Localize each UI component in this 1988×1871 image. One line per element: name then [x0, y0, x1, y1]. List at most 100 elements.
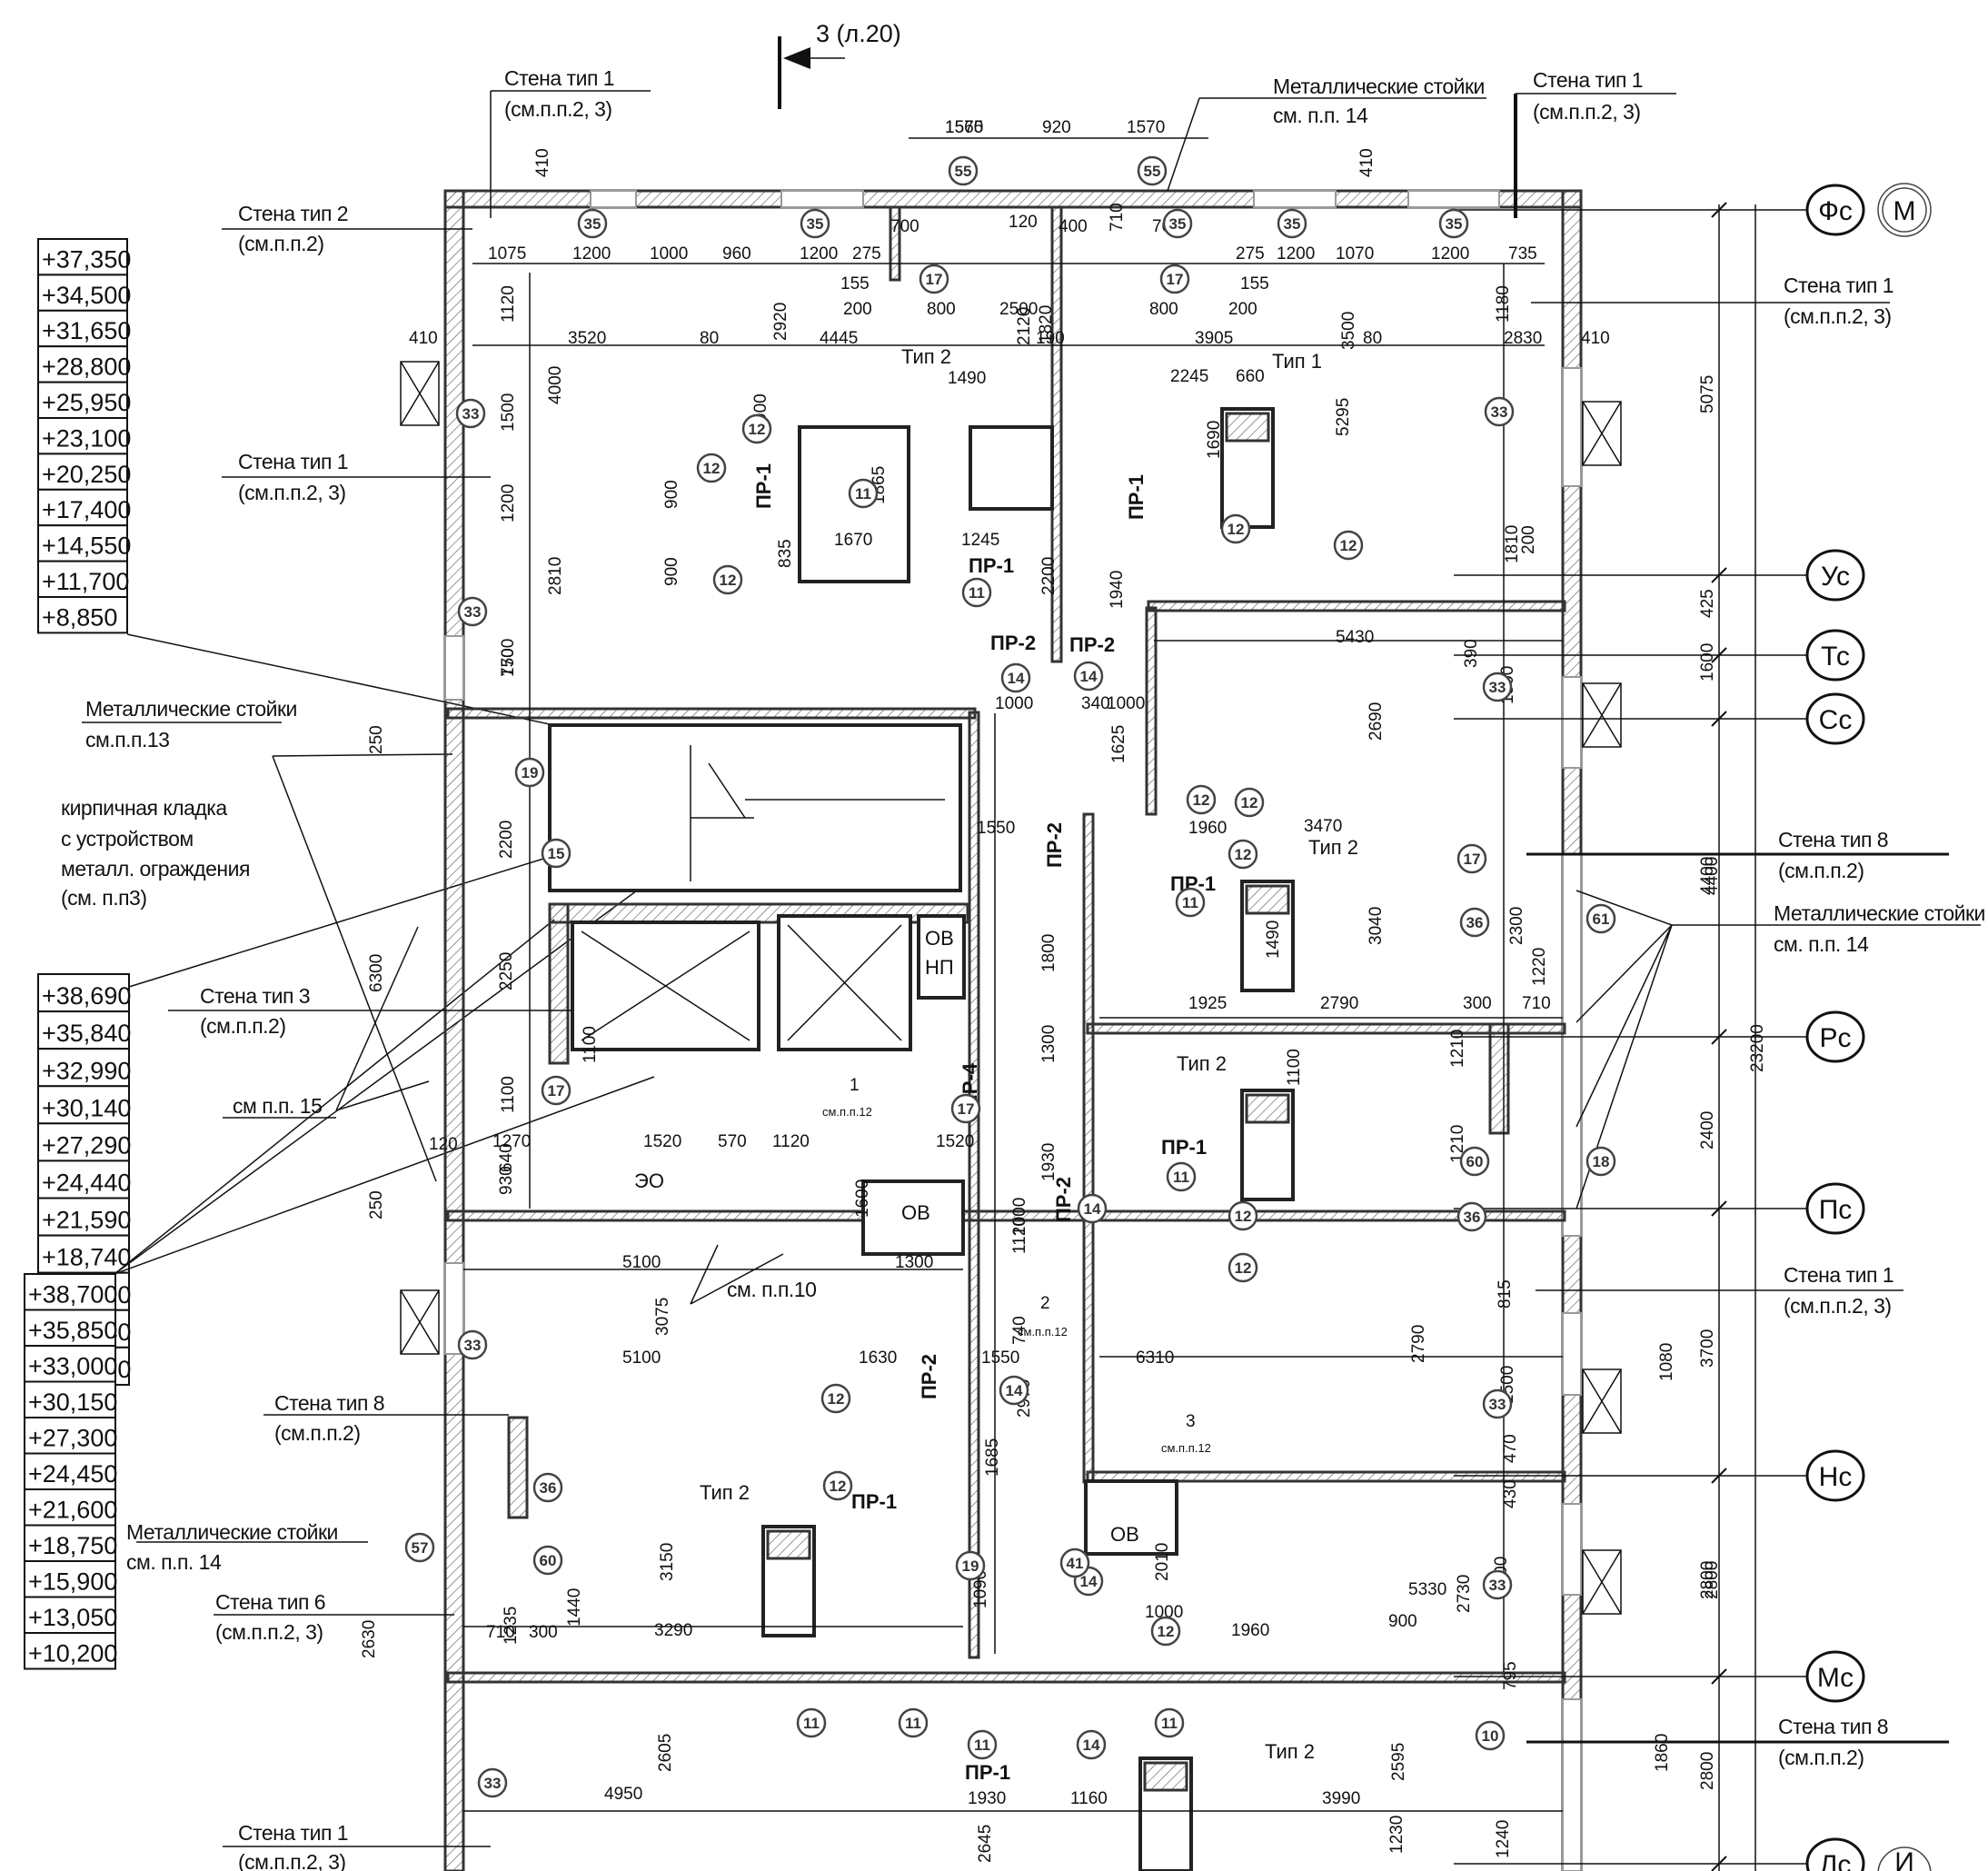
marker-circle	[1220, 513, 1251, 544]
axis-bubble	[1805, 1010, 1865, 1063]
dimension-label: 3075	[653, 1298, 672, 1336]
marker-circle	[1482, 1388, 1513, 1419]
marker-number: 33	[1489, 679, 1506, 696]
dimension-label: 3500	[1339, 312, 1358, 350]
marker-number: 60	[1466, 1153, 1484, 1170]
dimension: 4400	[1698, 857, 1717, 895]
marker-number: 36	[1466, 914, 1484, 931]
marker-circle	[1137, 155, 1168, 186]
dimension-label: 5430	[1336, 628, 1374, 647]
dimension-label: 1200	[499, 484, 518, 522]
elevation-cell	[24, 1273, 116, 1311]
subnote: см.п.п.12	[1018, 1325, 1068, 1339]
axis-label: Фс	[1818, 196, 1853, 226]
bathroom-blocks	[761, 407, 1295, 1871]
section-mark: 3 (л.20)	[778, 20, 901, 109]
elevation-cell	[37, 1085, 130, 1125]
dimension-label: 570	[718, 1132, 747, 1151]
callout-wall-type-1: Стена тип 1	[238, 450, 348, 473]
marker-circle	[1077, 1193, 1108, 1224]
subnote: 3	[1186, 1412, 1196, 1431]
dimension-label: 1565	[945, 118, 983, 137]
elevation-value: +38,700	[28, 1281, 117, 1309]
dimension-label: 410	[533, 148, 552, 177]
dimension-label: 1550	[981, 1349, 1019, 1368]
axis-label: Сс	[1819, 705, 1853, 735]
marker-number: 33	[1489, 1577, 1506, 1594]
marker-number: 19	[962, 1558, 979, 1575]
marker-number: 12	[749, 421, 766, 438]
room-type-label: Тип 1	[1272, 350, 1322, 373]
elevation-value: +35,840	[42, 1020, 131, 1047]
room-type-label: ПР-1	[752, 463, 775, 509]
axis-label: Пс	[1819, 1195, 1853, 1225]
elevation-cell	[37, 274, 128, 312]
marker-circle	[532, 1545, 563, 1576]
dimension-label: 4400	[1703, 857, 1722, 895]
elevation-cell	[37, 1122, 130, 1162]
dimension-label: 1100	[499, 1076, 518, 1113]
room-type-label: ПР-1	[1125, 474, 1148, 520]
dimension-label: 1600	[853, 1179, 872, 1218]
elevation-cell	[24, 1417, 116, 1455]
dimension-label: 1960	[1231, 1621, 1269, 1640]
marker-number: 17	[548, 1082, 565, 1100]
dimension-label: 3990	[1322, 1789, 1360, 1808]
dimension-label: 190	[1036, 329, 1065, 348]
dimension-label: 1930	[968, 1789, 1006, 1808]
marker-circle	[1234, 787, 1265, 818]
dimension-label: 1520	[643, 1132, 681, 1151]
dimension-label: 1160	[1070, 1789, 1108, 1808]
marker-circle	[1166, 1161, 1197, 1192]
callout-ref: (см.п.п.2, 3)	[1784, 1294, 1892, 1318]
elevation-cell	[37, 1234, 130, 1274]
dimension-label: 1300	[1039, 1025, 1059, 1063]
marker-circle	[1456, 843, 1487, 874]
callout-wall-type-1: Стена тип 1	[238, 1821, 348, 1845]
dimension-label: 2010	[1153, 1543, 1172, 1581]
elevation-cell	[24, 1524, 116, 1562]
axis-label: Рс	[1819, 1023, 1851, 1053]
room-type-label: ПР-2	[1069, 633, 1115, 656]
marker-circle	[1277, 208, 1307, 239]
elevation-value: +10,200	[28, 1640, 117, 1667]
dimension-label: 1960	[1188, 819, 1227, 838]
marker-number: 14	[1080, 668, 1098, 685]
marker-number: 33	[462, 405, 480, 423]
elevation-value: +31,650	[42, 317, 131, 344]
marker-number: 19	[522, 764, 539, 781]
dimension-label: 1245	[961, 531, 999, 550]
marker-number: 11	[905, 1715, 921, 1732]
marker-number: 57	[412, 1539, 429, 1557]
dimension-label: 710	[1522, 994, 1551, 1013]
dimension-label: 6300	[367, 954, 386, 992]
dimension-label: 410	[1357, 148, 1377, 177]
callout-ref: (см.п.п.2, 3)	[238, 1850, 346, 1871]
dimension-label: 2690	[1367, 702, 1386, 741]
callout-brick: кирпичная кладка	[61, 796, 227, 820]
marker-circle	[950, 1093, 981, 1124]
room-type-label: Тип 2	[1177, 1052, 1227, 1075]
dimension-label: 900	[662, 557, 681, 586]
marker-number: 55	[955, 163, 972, 180]
marker-number: 60	[540, 1552, 557, 1569]
elevation-cell	[24, 1452, 116, 1490]
callout-ref: см. п.п. 14	[1273, 104, 1368, 127]
leader-lines	[114, 633, 926, 1305]
marker-number: 41	[1067, 1555, 1084, 1572]
marker-circle	[1076, 1729, 1107, 1760]
elevation-value: +30,140	[42, 1094, 131, 1121]
dimension-label: 155	[840, 274, 870, 294]
elevation-cell	[37, 453, 128, 491]
dimension-label: 1490	[948, 369, 986, 388]
dimension-label: 5295	[1334, 398, 1353, 436]
elevation-cell	[24, 1632, 116, 1670]
marker-circle	[796, 1707, 827, 1738]
marker-circle	[1175, 887, 1206, 918]
dimension-label: 1670	[834, 531, 872, 550]
dimension-label: 2790	[1320, 994, 1358, 1013]
dimension-label: 900	[662, 480, 681, 509]
marker-circle	[1475, 1720, 1506, 1751]
elevation-value: +8,850	[42, 603, 117, 631]
room-type-label: ПР-1	[1161, 1136, 1207, 1159]
